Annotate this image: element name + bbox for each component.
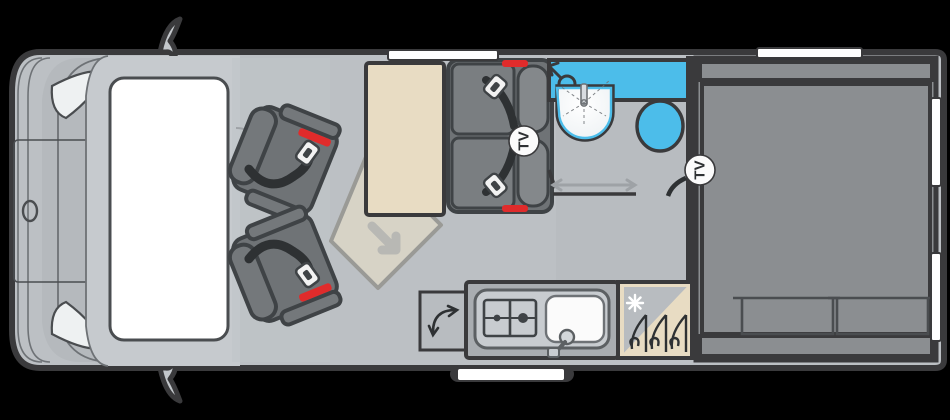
overhead-locker-front[interactable]	[698, 60, 934, 82]
buckle-slot	[302, 147, 313, 158]
door-hinge-arc	[665, 175, 687, 197]
window-top-bedroom[interactable]	[756, 47, 863, 59]
basin-hatch	[559, 79, 611, 125]
rear-bedroom	[693, 55, 939, 363]
seat-backrest	[227, 106, 278, 186]
table-top	[364, 61, 446, 217]
wash-basin[interactable]	[555, 79, 615, 142]
seat-armrest-top	[278, 103, 342, 140]
headrest-stripe	[502, 205, 528, 212]
travel-seat-upper[interactable]	[450, 60, 550, 136]
sliding-door[interactable]	[547, 169, 638, 196]
kitchen	[418, 280, 694, 360]
seatbelt-strap	[244, 164, 298, 189]
badge-circle	[508, 125, 540, 157]
pillow-right	[828, 296, 935, 336]
wing-mirror-top	[157, 16, 183, 62]
window-rear-upper[interactable]	[930, 97, 942, 187]
washroom	[547, 56, 694, 298]
seat-armrest-top	[244, 204, 309, 242]
snowflake-icon	[625, 293, 645, 313]
burner-2	[518, 313, 528, 323]
sink-bowl	[544, 294, 606, 344]
habitation-door[interactable]	[450, 366, 574, 382]
travel-seat-lower[interactable]	[450, 136, 550, 212]
badge-label: TV	[516, 131, 533, 150]
dining-table[interactable]	[364, 61, 446, 217]
buckle-slot	[302, 270, 313, 281]
door-panel	[458, 369, 564, 380]
toilet[interactable]	[635, 99, 685, 153]
sink-drain	[558, 328, 576, 346]
pillow-left	[733, 296, 840, 336]
tv-point-bedroom[interactable]: TV	[684, 154, 716, 186]
badge-label: TV	[692, 160, 709, 179]
basin-rim	[555, 86, 613, 140]
tv-point-lounge[interactable]: TV	[508, 125, 540, 157]
window-top-lounge[interactable]	[387, 49, 499, 61]
cab-seat-passenger[interactable]	[221, 204, 344, 336]
burner-1	[493, 314, 501, 322]
buckle-slot	[490, 180, 501, 191]
headrest-stripe	[298, 283, 332, 302]
fridge-door-arcs	[629, 314, 688, 352]
windscreen	[108, 76, 230, 342]
toilet-bowl	[635, 99, 685, 153]
rear-bed[interactable]	[700, 82, 932, 336]
window-rear-lower[interactable]	[930, 252, 942, 342]
windows-group	[387, 47, 942, 382]
hob[interactable]	[482, 298, 538, 338]
swing-arrow-icon	[427, 304, 460, 338]
seat-backrest	[516, 64, 550, 134]
basin-drain	[580, 99, 588, 107]
cab-seat-driver[interactable]	[220, 94, 343, 226]
bonnet-edge	[85, 55, 109, 367]
worktop-flap	[418, 290, 472, 352]
buckle-slot	[490, 82, 500, 92]
sink[interactable]	[544, 294, 606, 358]
bumper-line-2	[27, 57, 51, 363]
basin-bowl	[555, 84, 615, 142]
seat-backrest	[227, 242, 278, 322]
badge-emblem	[21, 199, 39, 223]
double-arrow-icon	[550, 178, 638, 192]
headrest-stripe	[502, 60, 528, 67]
swing-arrow-icon	[367, 221, 401, 255]
fridge[interactable]	[616, 280, 694, 360]
overhead-locker-rear[interactable]	[698, 334, 934, 358]
worktop-extension[interactable]	[418, 290, 472, 352]
seatbelt-strap	[244, 239, 298, 264]
headrest-stripe	[298, 128, 331, 147]
travel-seat-bench[interactable]	[446, 58, 554, 214]
seat-armrest-bottom	[279, 289, 343, 327]
grille-edge	[57, 57, 109, 363]
bumper-line-1	[17, 57, 43, 363]
tap-base	[547, 347, 560, 358]
badge-circle	[684, 154, 716, 186]
